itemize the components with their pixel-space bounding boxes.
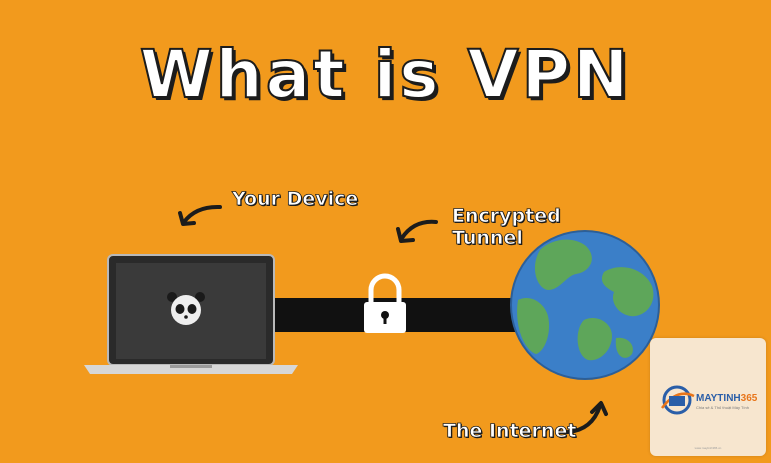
watermark-brand: MAYTINH365 (696, 393, 757, 404)
panda-logo-icon (167, 292, 205, 325)
globe-icon (510, 230, 660, 380)
arrow-icon (396, 219, 438, 243)
tunnel-label-line1: Encrypted (452, 205, 562, 228)
watermark-logo: MAYTINH365 Chia sẻ & Thủ thuật Máy Tính … (650, 338, 766, 456)
watermark-globe-icon (661, 385, 695, 415)
watermark-brand-main: MAYTINH (696, 393, 741, 404)
page-title: What is VPN (139, 35, 632, 114)
arrow-icon (178, 204, 222, 226)
your-device-label: Your Device (232, 188, 359, 211)
encrypted-tunnel-label: Encrypted Tunnel (452, 205, 562, 250)
padlock-icon (364, 273, 406, 333)
internet-label: The Internet (443, 420, 577, 443)
watermark-url: www.maytinh365.vn (694, 446, 722, 450)
watermark-brand-number: 365 (740, 393, 758, 404)
arrow-icon (566, 401, 608, 434)
tunnel-label-line2: Tunnel (452, 227, 524, 250)
watermark-tagline: Chia sẻ & Thủ thuật Máy Tính (696, 405, 749, 410)
